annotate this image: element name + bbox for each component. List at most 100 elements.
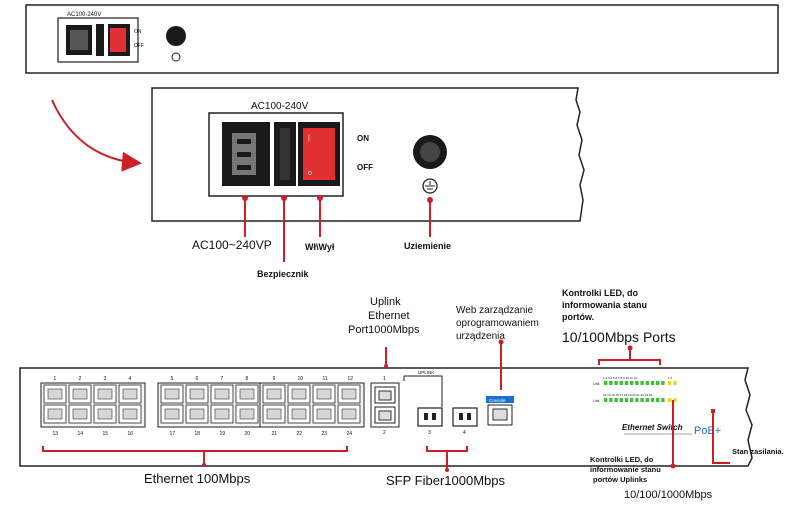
ports-speed-label: 10/100Mbps Ports bbox=[562, 329, 676, 345]
uplink-led bbox=[673, 398, 677, 402]
port-led bbox=[661, 381, 665, 385]
port-number-top: 6 bbox=[196, 376, 199, 382]
port-number-bottom: 21 bbox=[272, 431, 278, 437]
port-led bbox=[645, 398, 649, 402]
sfp-number-4: 4 bbox=[463, 430, 466, 436]
port-led bbox=[624, 398, 629, 402]
port-led bbox=[640, 381, 644, 385]
port-number-top: 1 bbox=[54, 376, 57, 382]
port-led bbox=[635, 381, 639, 385]
zoom-on-label: ON bbox=[357, 134, 369, 143]
uplink-bottom-number: 2 bbox=[383, 430, 386, 436]
uplink-led bbox=[668, 381, 672, 385]
led-act-label: Link bbox=[593, 399, 600, 403]
brand-label: Ethernet Switch bbox=[622, 423, 683, 432]
uplink-led bbox=[668, 398, 672, 402]
console-label: Console bbox=[489, 398, 506, 403]
rear-callout-lines bbox=[242, 195, 433, 262]
top-ground-terminal bbox=[166, 26, 186, 46]
led-link-label: Link bbox=[593, 382, 600, 386]
port-led bbox=[650, 381, 655, 385]
port-number-bottom: 19 bbox=[220, 431, 226, 437]
port-led bbox=[604, 398, 608, 402]
led-top-numbers: 1 2 3 4 5 6 7 8 9 10 11 12 bbox=[603, 376, 637, 380]
port-number-top: 4 bbox=[129, 376, 132, 382]
led-bottom-numbers: 13 14 15 16 17 18 19 20 21 22 23 24 bbox=[603, 393, 653, 397]
front-callout-lines bbox=[42, 342, 730, 470]
port-led bbox=[614, 381, 618, 385]
port-number-top: 3 bbox=[104, 376, 107, 382]
led-ports-line-2: informowania stanu bbox=[562, 300, 647, 310]
web-line-1: Web zarządzanie bbox=[456, 305, 534, 316]
uplink-line-1: Uplink bbox=[370, 296, 401, 308]
port-number-top: 8 bbox=[246, 376, 249, 382]
port-led bbox=[630, 381, 634, 385]
top-fuse bbox=[96, 24, 104, 56]
port-number-top: 12 bbox=[348, 376, 354, 382]
web-line-3: urządzenia bbox=[456, 331, 505, 342]
port-number-bottom: 22 bbox=[297, 431, 303, 437]
switch-label: Wł\Wył bbox=[305, 242, 335, 252]
uplink-line-2: Ethernet bbox=[368, 310, 410, 322]
ground-icon bbox=[422, 178, 438, 194]
ac-input-label: AC100~240VP bbox=[192, 238, 272, 252]
uplink-top-number: 1 bbox=[383, 376, 386, 382]
port-led bbox=[619, 398, 623, 402]
ethernet-label: Ethernet 100Mbps bbox=[144, 471, 251, 486]
power-state-label: Stan zasilania. bbox=[732, 447, 784, 456]
port-led bbox=[619, 381, 623, 385]
led-panel: Link Link 1 2 3 4 5 6 7 8 9 10 11 12 13 … bbox=[593, 376, 677, 403]
port-led bbox=[614, 398, 618, 402]
sfp-label: SFP Fiber1000Mbps bbox=[386, 473, 505, 488]
led-ports-line-3: portów. bbox=[562, 312, 594, 322]
port-led bbox=[609, 381, 613, 385]
uplink-led-numbers: 1 2 bbox=[668, 376, 673, 380]
port-led bbox=[645, 381, 649, 385]
port-led bbox=[650, 398, 655, 402]
led-uplinks-line-2: informowanie stanu bbox=[590, 465, 661, 474]
power-led bbox=[711, 409, 715, 413]
port-led bbox=[656, 381, 660, 385]
top-voltage-label: AC100-240V bbox=[67, 12, 101, 18]
port-led bbox=[661, 398, 665, 402]
uplink-led bbox=[673, 381, 677, 385]
top-rear-panel: AC100-240V ON OFF bbox=[25, 4, 779, 74]
console-port: Console bbox=[486, 396, 514, 426]
ground-label: Uziemienie bbox=[404, 241, 451, 251]
callout-dots bbox=[202, 339, 676, 472]
sfp-ports: 3 4 bbox=[417, 407, 478, 436]
led-uplinks-line-1: Kontrolki LED, do bbox=[590, 455, 654, 464]
port-number-bottom: 13 bbox=[53, 431, 59, 437]
port-number-top: 7 bbox=[221, 376, 224, 382]
port-number-bottom: 20 bbox=[245, 431, 251, 437]
sfp-number-3: 3 bbox=[428, 430, 431, 436]
port-number-bottom: 17 bbox=[170, 431, 176, 437]
uplink-speed-label: 10/100/1000Mbps bbox=[624, 489, 713, 501]
uplink-ports: 1 2 bbox=[370, 376, 400, 436]
top-off-label: OFF bbox=[134, 43, 144, 49]
fuse-label: Bezpiecznik bbox=[257, 269, 310, 279]
top-power-switch bbox=[110, 28, 126, 52]
port-led bbox=[630, 398, 634, 402]
uplink-line-3: Port1000Mbps bbox=[348, 324, 420, 336]
port-led bbox=[656, 398, 660, 402]
uplink-tag-label: UPLINK bbox=[418, 370, 434, 375]
port-number-bottom: 18 bbox=[195, 431, 201, 437]
top-on-label: ON bbox=[134, 29, 142, 35]
ethernet-port-groups bbox=[40, 382, 365, 428]
zoom-arrow bbox=[51, 99, 142, 172]
port-number-top: 11 bbox=[323, 376, 328, 382]
led-uplinks-line-3: portów Uplinks bbox=[593, 475, 647, 484]
uplink-tag: UPLINK bbox=[403, 370, 443, 407]
port-number-top: 5 bbox=[171, 376, 174, 382]
svg-text:o: o bbox=[308, 170, 312, 177]
port-number-bottom: 14 bbox=[78, 431, 84, 437]
led-ports-line-1: Kontrolki LED, do bbox=[562, 288, 638, 298]
port-number-top: 9 bbox=[273, 376, 276, 382]
port-led bbox=[640, 398, 644, 402]
port-number-bottom: 23 bbox=[322, 431, 328, 437]
port-led bbox=[624, 381, 629, 385]
poe-label: PoE+ bbox=[694, 425, 721, 437]
